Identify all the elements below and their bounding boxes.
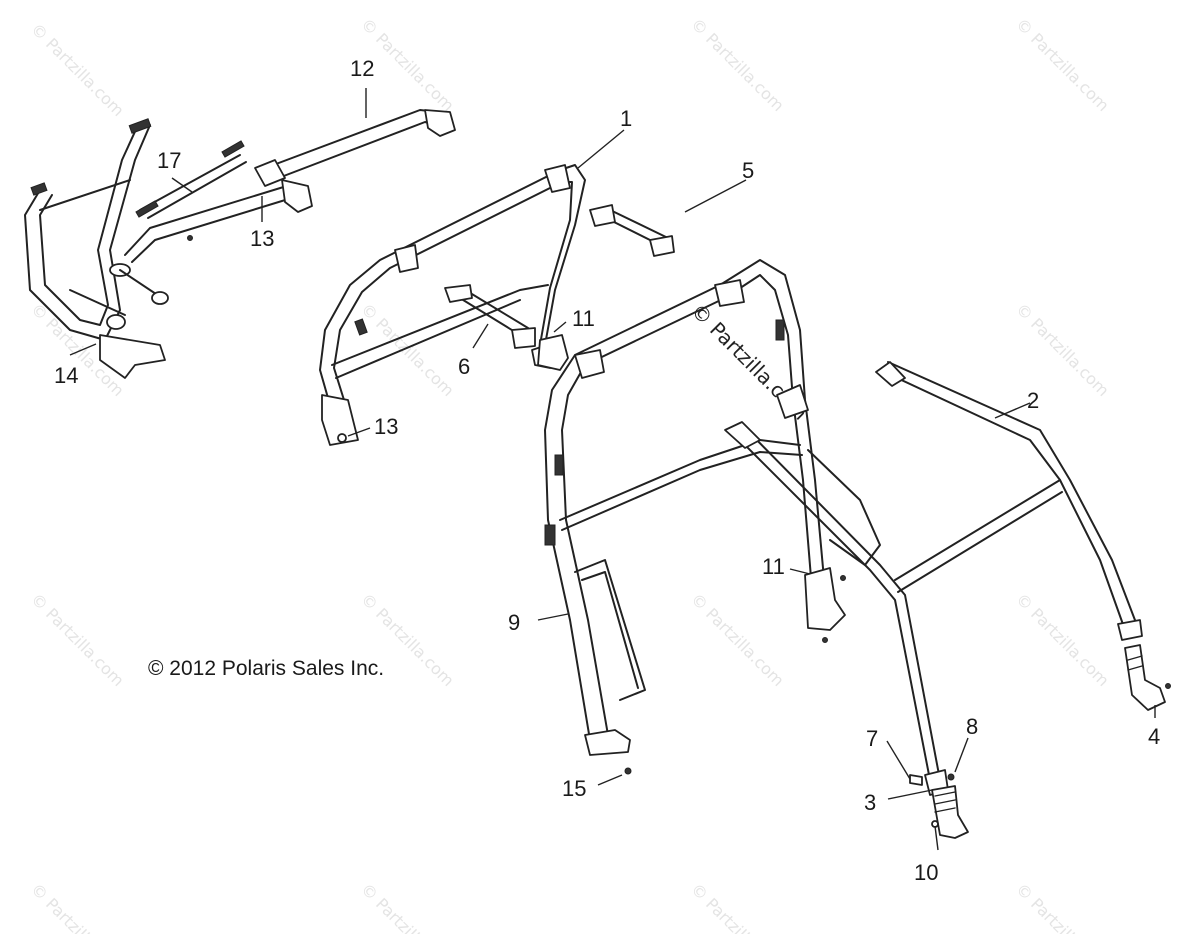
callout-5: 5 [742,158,754,183]
part-17-brace [135,140,247,219]
part-14-fastener [337,433,347,443]
callout-11-lower: 11 [762,554,785,579]
part-11-bracket-lower [804,567,846,643]
part-3-mount-bracket [931,785,969,839]
part-5-cross-brace [589,204,675,257]
callout-12: 12 [350,56,374,81]
callout-8: 8 [966,714,978,739]
callout-17: 17 [157,148,181,173]
callout-13: 13 [250,226,274,251]
callout-15: 14 [54,363,78,388]
callout-2: 2 [1027,388,1039,413]
callouts: 12 17 13 1 5 11 6 14 13 2 9 11 15 7 8 3 … [54,56,1160,885]
part-13-lower-tube [124,179,313,263]
part-1-front-hoop [319,164,586,446]
watermark: © Partzilla.com [687,879,788,934]
callout-10: 10 [914,860,938,885]
callout-1: 1 [620,106,632,131]
part-12-upper-tube [254,109,456,187]
watermark: © Partzilla.com [1012,299,1113,400]
part-4-mount-bracket [1124,644,1171,711]
part-2-rear-tube [724,361,1143,796]
watermark: © Partzilla.com [1012,879,1113,934]
part-6-cross-brace [444,284,536,349]
watermark: © Partzilla.com [357,879,458,934]
copyright-text: © 2012 Polaris Sales Inc. [148,657,384,680]
watermark: © Partzilla.com [1012,14,1113,115]
leader-lines [69,88,1156,851]
callout-11: 11 [572,306,595,331]
part-16-fastener [624,767,632,775]
watermark: © Partzilla.com [27,19,128,120]
watermark: © Partzilla.com [27,879,128,934]
watermark: © Partzilla.com [687,14,788,115]
callout-16: 15 [562,776,586,801]
callout-6: 6 [458,354,470,379]
part-8-nut [947,773,955,781]
callout-3: 3 [864,790,876,815]
watermark: © Partzilla.com [27,589,128,690]
callout-14: 13 [374,414,398,439]
part-11-bracket-upper [537,334,569,371]
callout-7: 7 [866,726,878,751]
watermark: © Partzilla.com [687,589,788,690]
callout-9: 9 [508,610,520,635]
callout-4: 4 [1148,724,1160,749]
part-15-front-frame [24,118,169,379]
part-9-main-cage [544,259,881,756]
watermark: © Partzilla.com [1012,589,1113,690]
part-7-bolt [909,774,923,786]
